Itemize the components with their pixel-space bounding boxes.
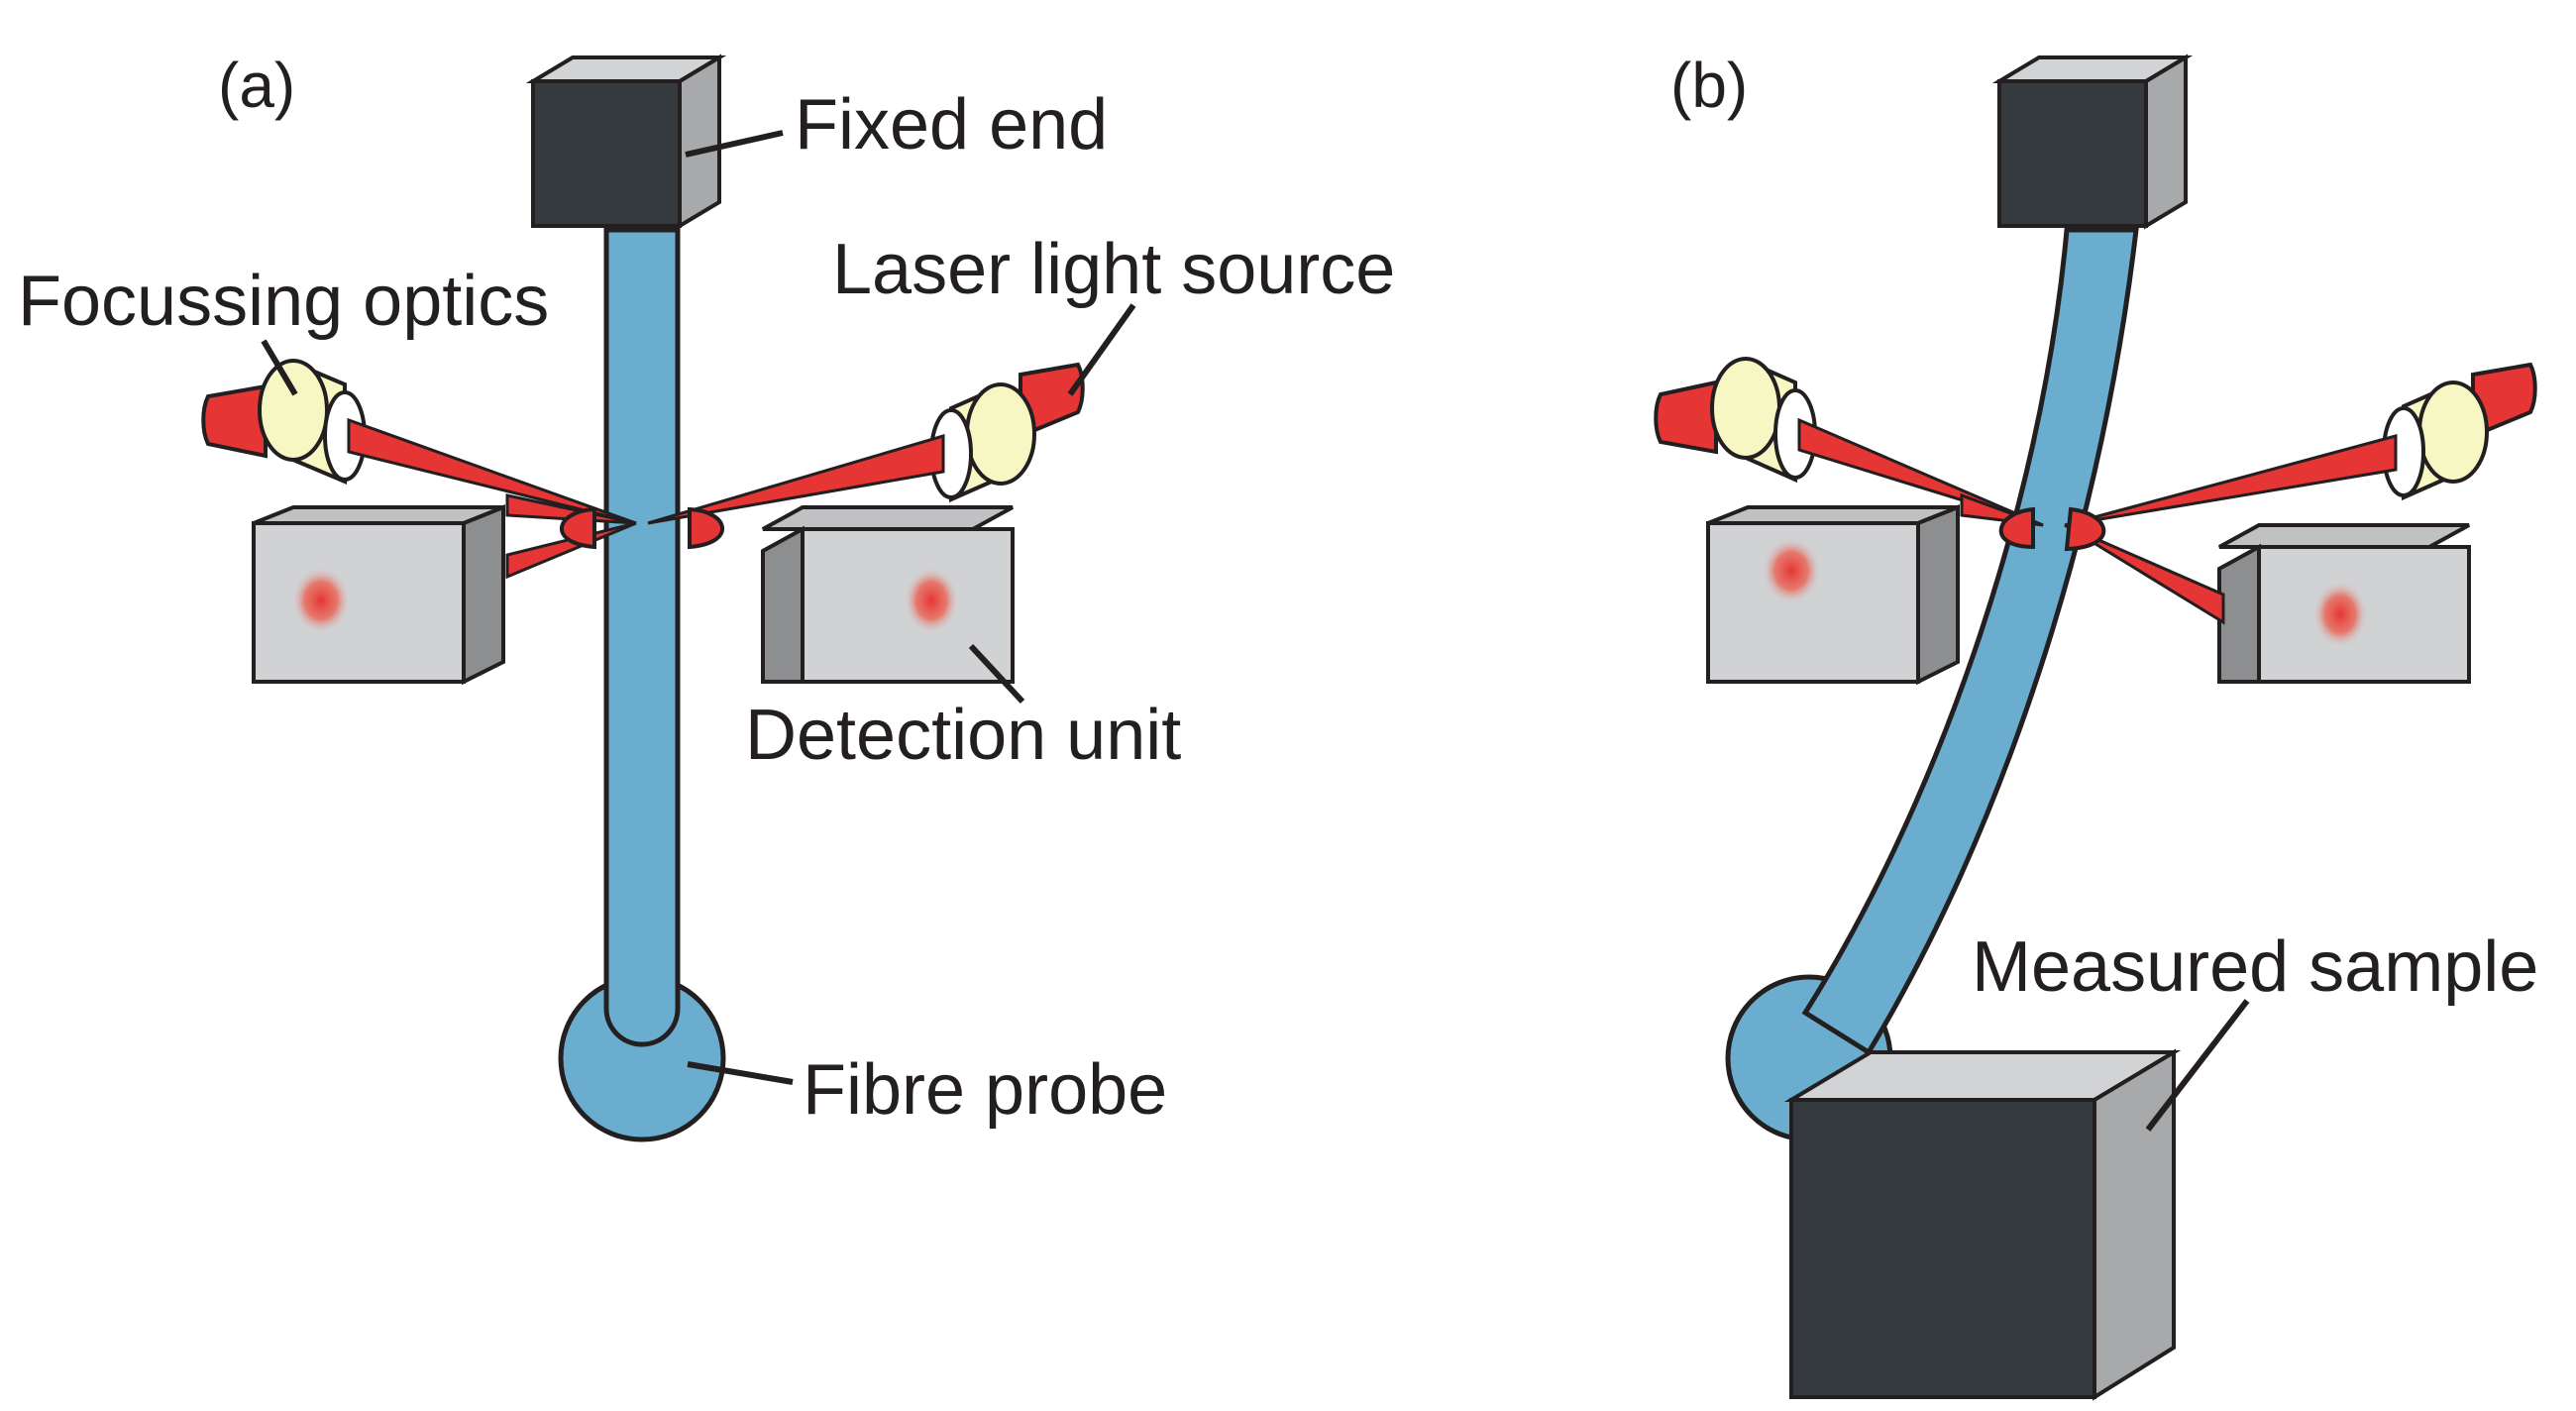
- laser-spot: [904, 567, 959, 634]
- reflection-cone-right: [688, 506, 724, 550]
- leader-line: [685, 130, 784, 158]
- reflection-cone-left: [560, 506, 596, 550]
- detection-unit-label: Detection unit: [745, 696, 1181, 775]
- detection-unit-right: [2217, 523, 2471, 684]
- detection-unit-right: [761, 505, 1015, 684]
- fixed-end-label: Fixed end: [795, 85, 1108, 164]
- laser-source-left: [201, 383, 268, 459]
- measured-sample-cube: [1783, 1048, 2182, 1401]
- fixed-end-cube: [525, 54, 727, 230]
- reflection-cone-left: [1998, 506, 2035, 550]
- laser-source-right: [2471, 362, 2537, 439]
- focussing-optics-right: [929, 382, 1036, 503]
- leader-line: [968, 643, 1025, 705]
- detection-unit-left: [1706, 504, 1960, 686]
- measured-sample-label: Measured sample: [1972, 927, 2538, 1007]
- detection-unit-left: [252, 504, 505, 686]
- panel-b-label: (b): [1670, 50, 1748, 121]
- focussing-optics-left: [258, 359, 367, 486]
- laser-beam: [347, 417, 637, 580]
- laser-light-source-label: Laser light source: [832, 230, 1395, 309]
- laser-source-right: [1019, 362, 1085, 439]
- focussing-optics-right: [2382, 380, 2489, 501]
- focussing-optics-label: Focussing optics: [18, 262, 549, 341]
- laser-beam: [2064, 434, 2398, 625]
- laser-source-left: [1654, 380, 1718, 455]
- laser-spot: [291, 567, 351, 634]
- laser-spot: [1762, 537, 1821, 604]
- panel-b: (b): [1654, 50, 2538, 1401]
- fibre-probe-label: Fibre probe: [803, 1050, 1167, 1130]
- leader-line: [1067, 303, 1136, 396]
- panel-a: (a): [18, 50, 1395, 1142]
- leader-line: [261, 339, 298, 396]
- laser-beam: [647, 433, 945, 525]
- reflection-cone-right: [2064, 506, 2106, 552]
- leader-line: [2145, 999, 2250, 1132]
- fixed-end-cube: [1991, 54, 2194, 230]
- fibre: [603, 227, 681, 1047]
- laser-spot: [2312, 581, 2368, 648]
- panel-a-label: (a): [218, 50, 295, 121]
- leader-line: [687, 1061, 794, 1085]
